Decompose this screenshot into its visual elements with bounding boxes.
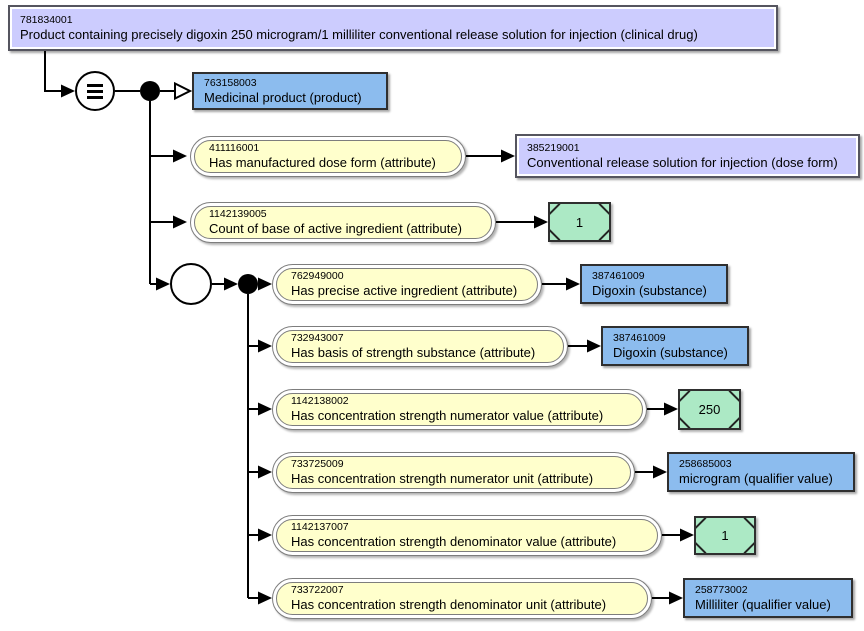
sctid: 733722007 — [291, 584, 344, 597]
attribute-label: Has concentration strength numerator uni… — [291, 471, 594, 487]
concept-label: microgram (qualifier value) — [679, 470, 833, 486]
concept-box-digoxin-1[interactable]: 387461009 Digoxin (substance) — [580, 264, 728, 304]
concept-box-medicinal-product[interactable]: 763158003 Medicinal product (product) — [192, 72, 388, 110]
attribute-label: Count of base of active ingredient (attr… — [209, 221, 462, 237]
attribute-box-concentration-numerator-unit[interactable]: 733725009 Has concentration strength num… — [272, 452, 635, 493]
corner-notch — [743, 541, 754, 553]
attribute-box-concentration-numerator-value[interactable]: 1142138002 Has concentration strength nu… — [272, 389, 647, 430]
sctid: 781834001 — [20, 13, 73, 26]
concept-label: Conventional release solution for inject… — [527, 154, 838, 170]
attribute-label: Has basis of strength substance (attribu… — [291, 345, 536, 361]
attribute-inner: 1142139005 Count of base of active ingre… — [194, 206, 492, 239]
attribute-label: Has concentration strength denominator u… — [291, 597, 607, 613]
attribute-box-concentration-denominator-value[interactable]: 1142137007 Has concentration strength de… — [272, 515, 662, 556]
value-text: 250 — [698, 402, 721, 417]
concept-box-dose-form[interactable]: 385219001 Conventional release solution … — [515, 134, 860, 178]
corner-notch — [728, 416, 739, 428]
attribute-inner: 732943007 Has basis of strength substanc… — [276, 330, 564, 363]
corner-notch — [598, 204, 609, 216]
concept-label: Digoxin (substance) — [592, 282, 707, 298]
attribute-inner: 733725009 Has concentration strength num… — [276, 456, 631, 489]
concept-label: Product containing precisely digoxin 250… — [20, 26, 698, 42]
corner-notch — [598, 228, 609, 240]
sctid: 258685003 — [679, 457, 732, 470]
conjunction-dot-icon — [140, 81, 160, 101]
role-group-icon — [170, 263, 212, 305]
conjunction-dot-icon — [238, 274, 258, 294]
sctid: 258773002 — [695, 583, 748, 596]
attribute-box-has-precise-active-ingredient[interactable]: 762949000 Has precise active ingredient … — [272, 264, 542, 305]
concept-box-digoxin-2[interactable]: 387461009 Digoxin (substance) — [601, 326, 749, 366]
attribute-box-has-basis-of-strength-substance[interactable]: 732943007 Has basis of strength substanc… — [272, 326, 568, 367]
attribute-inner: 762949000 Has precise active ingredient … — [276, 268, 538, 301]
attribute-inner: 1142138002 Has concentration strength nu… — [276, 393, 643, 426]
attribute-box-has-manufactured-dose-form[interactable]: 411116001 Has manufactured dose form (at… — [190, 136, 466, 177]
isa-arrow-icon — [174, 81, 193, 101]
attribute-label: Has precise active ingredient (attribute… — [291, 283, 518, 299]
solid-arrowheads — [61, 84, 694, 605]
concept-label: Milliliter (qualifier value) — [695, 596, 831, 612]
attribute-inner: 1142137007 Has concentration strength de… — [276, 519, 658, 552]
attribute-inner: 411116001 Has manufactured dose form (at… — [194, 140, 462, 173]
equivalent-bar — [87, 89, 103, 93]
equivalent-bar — [87, 83, 103, 87]
concept-box-milliliter[interactable]: 258773002 Milliliter (qualifier value) — [683, 578, 853, 618]
sctid: 387461009 — [613, 331, 666, 344]
sctid: 762949000 — [291, 270, 344, 283]
value-text: 1 — [575, 214, 584, 230]
equivalent-icon — [75, 71, 115, 111]
sctid: 1142137007 — [291, 521, 349, 534]
sctid: 763158003 — [204, 76, 257, 89]
sctid: 387461009 — [592, 269, 645, 282]
value-box-count: 1 — [548, 202, 611, 242]
value-box-numerator: 250 — [678, 389, 741, 430]
sctid: 732943007 — [291, 332, 344, 345]
concept-box-root[interactable]: 781834001 Product containing precisely d… — [8, 5, 778, 51]
corner-notch — [680, 391, 691, 403]
connector-lines — [44, 51, 680, 599]
sctid: 1142138002 — [291, 395, 349, 408]
sctid: 385219001 — [527, 141, 580, 154]
attribute-label: Has concentration strength numerator val… — [291, 408, 604, 424]
attribute-label: Has manufactured dose form (attribute) — [209, 155, 436, 171]
value-box-denominator: 1 — [694, 516, 756, 555]
corner-notch — [696, 518, 707, 530]
corner-notch — [680, 416, 691, 428]
equivalent-bar — [87, 95, 103, 99]
concept-label: Digoxin (substance) — [613, 344, 728, 360]
corner-notch — [743, 518, 754, 530]
corner-notch — [550, 204, 561, 216]
attribute-box-concentration-denominator-unit[interactable]: 733722007 Has concentration strength den… — [272, 578, 652, 619]
corner-notch — [728, 391, 739, 403]
attribute-label: Has concentration strength denominator v… — [291, 534, 617, 550]
corner-notch — [696, 541, 707, 553]
sctid: 733725009 — [291, 458, 344, 471]
value-text: 1 — [721, 528, 729, 543]
attribute-box-count-of-base[interactable]: 1142139005 Count of base of active ingre… — [190, 202, 496, 243]
attribute-inner: 733722007 Has concentration strength den… — [276, 582, 648, 615]
concept-box-microgram[interactable]: 258685003 microgram (qualifier value) — [667, 452, 855, 492]
sctid: 411116001 — [209, 142, 260, 155]
concept-label: Medicinal product (product) — [204, 89, 362, 105]
sctid: 1142139005 — [209, 208, 267, 221]
corner-notch — [550, 228, 561, 240]
